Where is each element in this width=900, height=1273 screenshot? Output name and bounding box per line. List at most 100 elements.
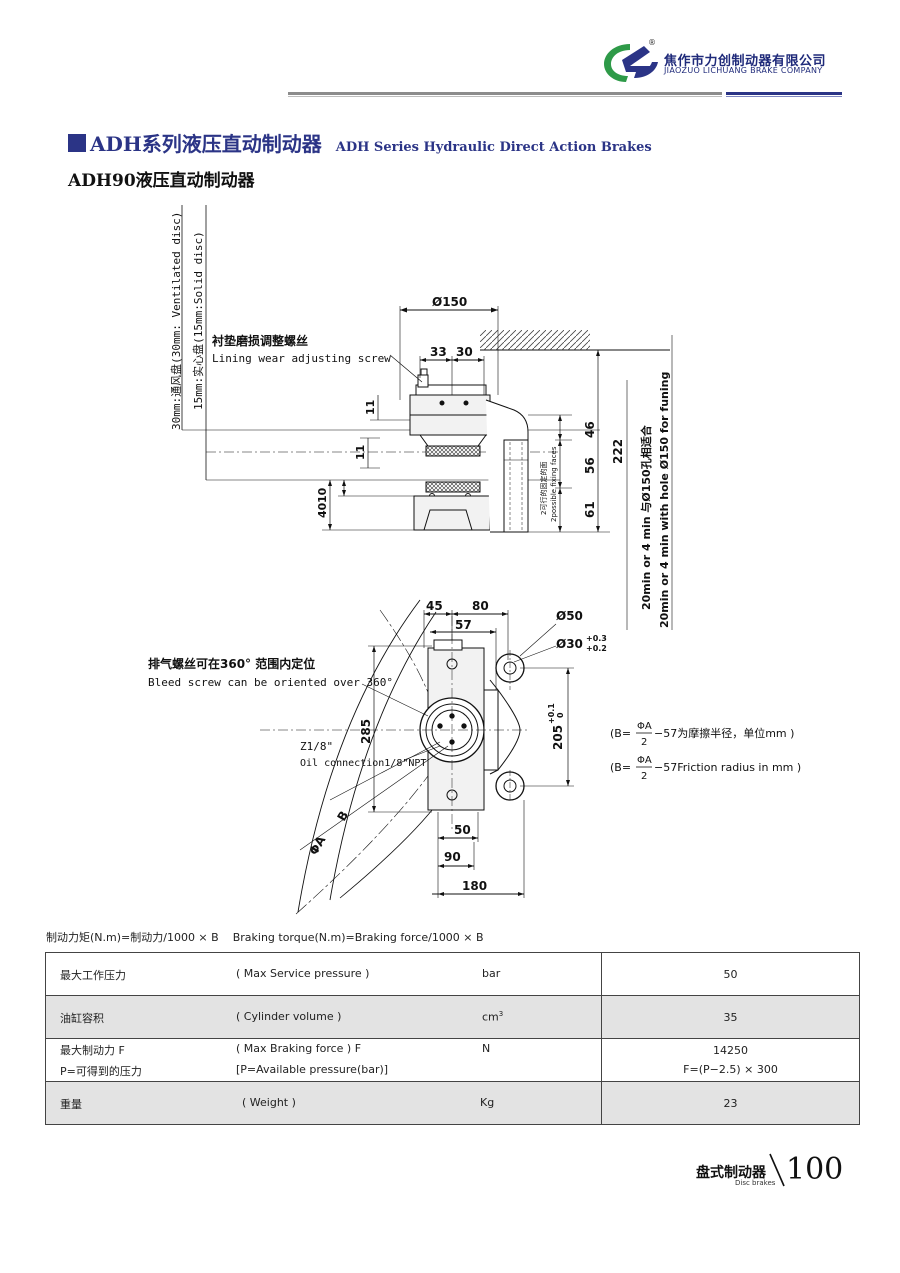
table-cell-label: 重量 ( Weight ) Kg	[45, 1081, 602, 1125]
row-label-en: ( Cylinder volume )	[236, 1010, 342, 1023]
header-rule-blue	[726, 92, 842, 95]
dim-90: 90	[444, 850, 461, 864]
registered-mark: ®	[648, 38, 656, 47]
row-value-2: F=(P−2.5) × 300	[683, 1063, 778, 1076]
bleed-label-en: Bleed screw can be oriented over 360°	[148, 676, 393, 689]
disc-note-cn: 30mm:通风盘(30mm: Ventilated disc)	[169, 212, 183, 430]
technical-drawing: 30mm:通风盘(30mm: Ventilated disc) 15mm:实心盘…	[148, 205, 801, 915]
dim-phi30-tol-down: +0.2	[586, 644, 607, 653]
table-row: 油缸容积 ( Cylinder volume ) cm3 35	[45, 995, 860, 1039]
row-label-cn: 重量	[60, 1098, 82, 1111]
front-view	[260, 599, 574, 915]
row-unit-base: cm	[482, 1010, 499, 1024]
dim-phi30-tol-up: +0.3	[586, 634, 607, 643]
header-rule-gray-thin	[288, 96, 722, 97]
disc-note-en: 15mm:实心盘(15mm:Solid disc)	[191, 231, 205, 410]
row-unit: Kg	[480, 1096, 495, 1109]
series-title-cn: ADH系列液压直动制动器	[90, 132, 322, 156]
mount-note-en: 20min or 4 min with hole Ø150 for funing	[658, 372, 671, 628]
dim-222: 222	[611, 439, 625, 464]
footer-slash-icon	[769, 1153, 785, 1187]
lining-label-cn: 衬垫磨损调整螺丝	[212, 333, 308, 348]
dim-56: 56	[583, 457, 597, 474]
row-label-cn: 油缸容积	[60, 1012, 104, 1025]
table-cell-label: 最大制动力 F ( Max Braking force ) F N P=可得到的…	[45, 1038, 602, 1082]
mount-note-cn: 20min or 4 min 与Ø150孔相适合	[639, 424, 653, 610]
side-view	[181, 205, 673, 630]
dim-phi50: Ø50	[556, 609, 583, 623]
row-label-en: ( Max Service pressure )	[236, 967, 370, 980]
row-label-cn-2: P=可得到的压力	[60, 1065, 142, 1078]
friction-formula-cn-num: ΦA	[637, 721, 652, 732]
dim-33: 33	[430, 345, 447, 359]
dim-30: 30	[456, 345, 473, 359]
dim-205-tol-down: 0	[556, 712, 565, 718]
table-cell-label: 最大工作压力 ( Max Service pressure ) bar	[45, 952, 602, 996]
row-label-en: ( Max Braking force ) F	[236, 1042, 362, 1055]
dim-45: 45	[426, 599, 443, 613]
row-label-en-2: [P=Available pressure(bar)]	[236, 1063, 389, 1076]
header-rule-gray	[288, 92, 722, 95]
dim-11-upper: 11	[364, 400, 377, 415]
table-cell-value: 50	[601, 952, 860, 996]
series-title-en: ADH Series Hydraulic Direct Action Brake…	[335, 140, 652, 155]
spec-table: 最大工作压力 ( Max Service pressure ) bar 50 油…	[45, 952, 860, 1125]
company-name-en: JIAOZUO LICHUANG BRAKE COMPANY	[664, 66, 823, 75]
footer-section-cn: 盘式制动器	[696, 1165, 766, 1181]
dim-B: B	[334, 809, 351, 824]
dim-80: 80	[472, 599, 489, 613]
company-name-cn: 焦作市力创制动器有限公司	[664, 54, 827, 69]
table-cell-value: 35	[601, 995, 860, 1039]
oil-connection-label: Oil connection1/8"NPT	[300, 758, 426, 769]
row-unit: N	[482, 1042, 491, 1055]
dim-180: 180	[462, 879, 487, 893]
torque-formula-cn: 制动力矩(N.m)=制动力/1000 × B	[46, 931, 219, 944]
friction-formula-en-num: ΦA	[637, 755, 652, 766]
series-title: ADH系列液压直动制动器 ADH Series Hydraulic Direct …	[68, 128, 652, 157]
fixing-faces-cn: 2可行的固定的面	[539, 462, 548, 515]
table-row: 最大工作压力 ( Max Service pressure ) bar 50	[45, 952, 860, 996]
dim-285: 285	[359, 719, 373, 744]
row-unit: bar	[482, 967, 501, 980]
dim-57: 57	[455, 618, 472, 632]
dim-10: 10	[316, 487, 329, 503]
header-rule-blue-thin	[726, 96, 842, 97]
dim-205-tol-up: +0.1	[547, 703, 556, 724]
friction-formula-cn-den: 2	[641, 737, 647, 748]
friction-formula-en-prefix: (B=	[610, 761, 631, 774]
friction-formula-cn-prefix: (B=	[610, 727, 631, 740]
table-row: 重量 ( Weight ) Kg 23	[45, 1081, 860, 1125]
title-square-icon	[68, 134, 86, 152]
dim-46: 46	[583, 421, 597, 438]
row-label-cn: 最大制动力 F	[60, 1044, 125, 1057]
dim-61: 61	[583, 501, 597, 518]
table-cell-label: 油缸容积 ( Cylinder volume ) cm3	[45, 995, 602, 1039]
fixing-faces-en: 2possible fixing faces	[550, 446, 558, 522]
friction-formula-en-den: 2	[641, 771, 647, 782]
footer-section-en: Disc brakes	[735, 1179, 776, 1187]
friction-formula-en-suffix: −57Friction radius in mm )	[654, 761, 801, 774]
lining-label-en: Lining wear adjusting screw	[212, 352, 391, 365]
company-logo-icon	[604, 44, 658, 82]
dim-phi30: Ø30	[556, 637, 583, 651]
oil-connection-code: Z1/8"	[300, 740, 333, 753]
bleed-label-cn: 排气螺丝可在360° 范围内定位	[148, 656, 315, 671]
dim-40: 40	[316, 502, 329, 518]
row-value: 14250	[713, 1044, 748, 1057]
table-cell-value: 23	[601, 1081, 860, 1125]
page-number: 100	[786, 1152, 844, 1187]
dim-50: 50	[454, 823, 471, 837]
dim-11-lower: 11	[354, 445, 367, 460]
row-unit-sup: 3	[498, 1010, 504, 1018]
row-label-en: ( Weight )	[242, 1096, 296, 1109]
row-unit: cm3	[482, 1010, 503, 1024]
row-label-cn: 最大工作压力	[60, 969, 126, 982]
table-row: 最大制动力 F ( Max Braking force ) F N P=可得到的…	[45, 1038, 860, 1082]
dim-phi150: Ø150	[432, 295, 467, 309]
torque-formula-en: Braking torque(N.m)=Braking force/1000 ×…	[232, 931, 484, 944]
model-title: ADH90液压直动制动器	[68, 171, 255, 191]
table-cell-value: 14250 F=(P−2.5) × 300	[601, 1038, 860, 1082]
torque-formula: 制动力矩(N.m)=制动力/1000 × B Braking torque(N.m…	[46, 929, 498, 945]
friction-formula-cn-suffix: −57为摩擦半径，单位mm )	[654, 726, 794, 740]
dim-205: 205	[551, 725, 565, 750]
